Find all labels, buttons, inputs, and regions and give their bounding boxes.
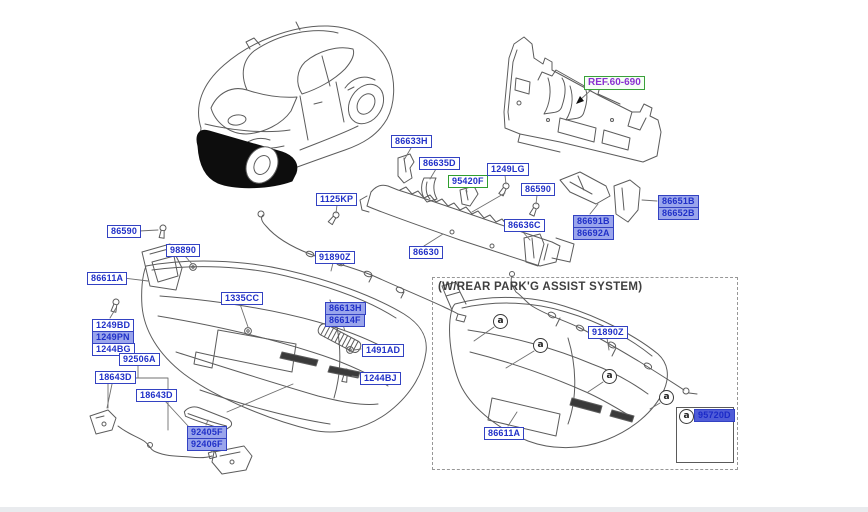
park-assist-bumper-drawing: [441, 281, 668, 449]
part-label-1125KP[interactable]: 1125KP: [316, 193, 358, 206]
part-label-1491AD[interactable]: 1491AD: [362, 344, 405, 357]
part-label-86611A-park-assist[interactable]: 86611A: [484, 427, 525, 440]
bolt-1249LG: [497, 181, 511, 197]
callout-a-1: a: [493, 314, 508, 329]
part-label-86630[interactable]: 86630: [409, 246, 444, 259]
wire-harness-drawing: [257, 210, 467, 323]
part-label-1335CC[interactable]: 1335CC: [221, 292, 264, 305]
part-label-18643D-b[interactable]: 18643D: [136, 389, 177, 402]
park-assist-title: (W/REAR PARK'G ASSIST SYSTEM): [438, 281, 643, 293]
bracket-18643D-a-drawing: [89, 409, 117, 435]
bolt-86590-left: [158, 224, 167, 239]
bracket-18643D-b-drawing: [211, 445, 253, 475]
part-label-86652B[interactable]: 86652B: [658, 207, 699, 220]
ref-label-60-690[interactable]: REF.60-690: [584, 76, 645, 90]
part-label-86635D[interactable]: 86635D: [419, 157, 460, 170]
part-label-18643D-a[interactable]: 18643D: [95, 371, 136, 384]
part-label-86590-right[interactable]: 86590: [521, 183, 556, 196]
ref-arrowhead: [576, 96, 584, 104]
part-label-86611A-main[interactable]: 86611A: [87, 272, 128, 285]
part-label-98890[interactable]: 98890: [166, 244, 201, 257]
bracket-86633H-drawing: [397, 153, 415, 184]
callout-a-sensor-box: a: [679, 409, 694, 424]
part-label-1244BJ[interactable]: 1244BJ: [360, 372, 401, 385]
part-label-91890Z-park-assist[interactable]: 91890Z: [588, 326, 628, 339]
part-label-95720D[interactable]: 95720D: [694, 409, 735, 422]
part-label-86636C[interactable]: 86636C: [504, 219, 545, 232]
bracket-86635D-drawing: [421, 177, 438, 203]
part-label-86633H[interactable]: 86633H: [391, 135, 432, 148]
part-label-92406F[interactable]: 92406F: [187, 438, 227, 451]
callout-a-4: a: [659, 390, 674, 405]
callout-a-3: a: [602, 369, 617, 384]
part-label-86590-left[interactable]: 86590: [107, 225, 142, 238]
bracket-95420F-drawing: [459, 185, 479, 207]
window-edge: [0, 507, 868, 512]
part-label-95420F[interactable]: 95420F: [448, 175, 488, 188]
bracket-86651B-drawing: [613, 179, 641, 223]
part-label-91890Z-main[interactable]: 91890Z: [315, 251, 355, 264]
part-label-1249LG[interactable]: 1249LG: [487, 163, 529, 176]
bracket-86636C-drawing: [523, 233, 545, 267]
part-label-92506A[interactable]: 92506A: [119, 353, 160, 366]
bracket-86691B-drawing: [559, 171, 611, 205]
part-label-86692A[interactable]: 86692A: [573, 227, 614, 240]
park-sensor-harness-drawing: [509, 271, 698, 395]
bolt-1125KP: [327, 210, 341, 226]
part-label-86614F[interactable]: 86614F: [325, 314, 365, 327]
back-beam-drawing: [359, 184, 575, 267]
bolt-86590-right: [528, 201, 541, 217]
park-assist-section-box: [432, 277, 738, 470]
callout-a-2: a: [533, 338, 548, 353]
car-illustration: [196, 21, 395, 189]
part-label-1244BG[interactable]: 1244BG: [92, 343, 135, 356]
